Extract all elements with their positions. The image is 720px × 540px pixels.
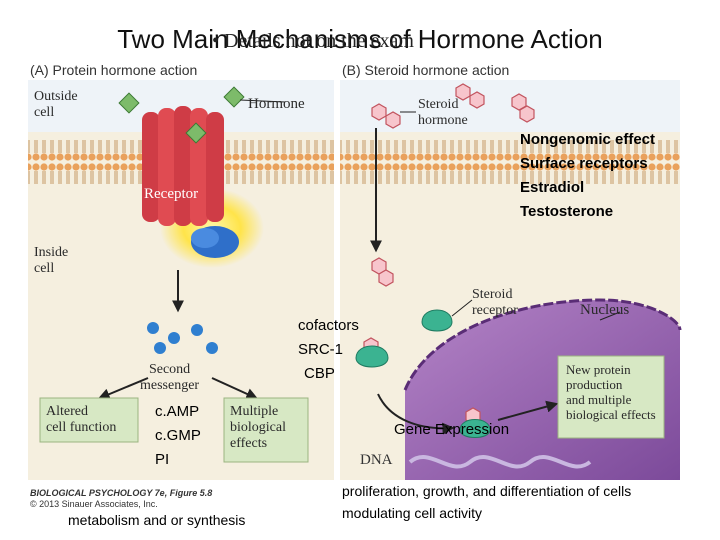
nucleus-label: Nucleus (580, 302, 630, 318)
bullet-overlap-text: • Details not on the exam (212, 30, 414, 52)
panel-b-label: (B) Steroid hormone action (342, 62, 510, 78)
hormone-label: Hormone (248, 96, 305, 112)
proliferation-annotation: proliferation, growth, and differentiati… (342, 483, 632, 521)
receptor-label: Receptor (144, 186, 199, 202)
figure-credit: BIOLOGICAL PSYCHOLOGY 7e, Figure 5.8 © 2… (30, 488, 213, 509)
panel-a-label: (A) Protein hormone action (30, 62, 198, 78)
membrane-b (340, 132, 680, 186)
metabolism-annotation: metabolism and or synthesis (68, 512, 246, 528)
gene-expression-annotation: Gene Expression (394, 421, 510, 438)
dna-strand (408, 455, 592, 469)
slide-title: Two Main Mechanisms of Hormone Action (117, 24, 603, 54)
membrane-receptor (142, 106, 224, 226)
dna-label: DNA (360, 452, 393, 468)
